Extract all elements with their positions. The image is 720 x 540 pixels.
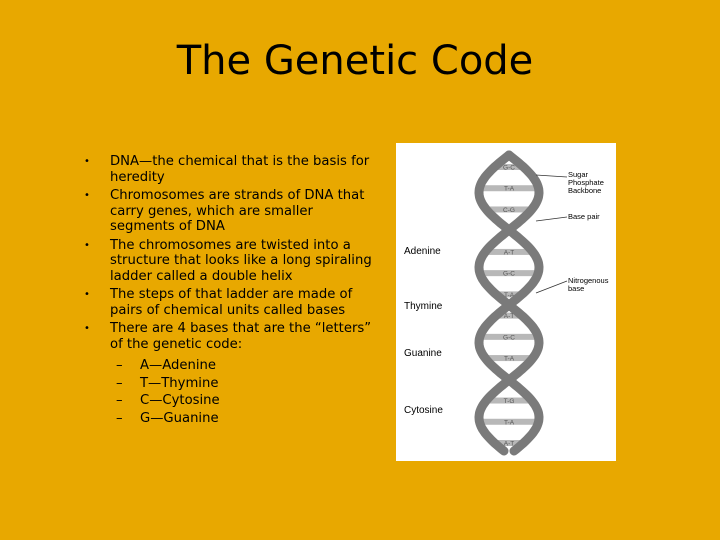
base-pair-label: C-G <box>503 207 515 214</box>
sub-bullet-text: T—Thymine <box>140 375 219 391</box>
bullet-dot: • <box>84 323 90 334</box>
sub-bullet-text: A—Adenine <box>140 358 216 373</box>
sub-bullet-item: – T—Thymine <box>110 376 380 392</box>
bullet-text: The chromosomes are twisted into a struc… <box>110 237 372 284</box>
dna-helix-diagram: G-CT-AC-GT-AA-TG-CT-AA-TG-CT-AA-TT-GT-AA… <box>474 150 568 456</box>
bullet-text: Chromosomes are strands of DNA that carr… <box>110 188 365 234</box>
base-pair-rung <box>479 270 539 277</box>
base-pair-label: G-C <box>503 334 515 341</box>
bullet-text: There are 4 bases that are the “letters”… <box>110 321 372 352</box>
base-pair-rung <box>486 206 532 213</box>
base-pair-rung <box>494 164 524 170</box>
sub-bullet-dash: – <box>116 358 123 373</box>
base-pair-label: T-A <box>504 186 515 193</box>
label-nitrogenous-base: Nitrogenous base <box>568 276 609 293</box>
pointer-line <box>535 174 568 178</box>
base-pair-rung <box>494 440 524 446</box>
bullet-item: • The steps of that ladder are made of pa… <box>80 287 380 318</box>
bullet-item: • Chromosomes are strands of DNA that car… <box>80 188 380 235</box>
base-pair-label: T-A <box>504 292 515 299</box>
base-pair-label: A-T <box>504 313 515 320</box>
sub-bullet-list: – A—Adenine – T—Thymine – C—Cytosine – G—Gua… <box>110 358 380 426</box>
sub-bullet-dash: – <box>116 410 123 426</box>
pointer-line <box>535 216 568 222</box>
bullet-item: • DNA—the chemical that is the basis for … <box>80 154 380 185</box>
bullet-item: • There are 4 bases that are the “letters… <box>80 321 380 426</box>
label-cytosine: Cytosine <box>404 405 443 416</box>
base-pair-label: A-T <box>504 249 515 256</box>
label-backbone: Sugar Phosphate Backbone <box>568 170 604 195</box>
base-pair-rung <box>479 333 539 340</box>
bullet-dot: • <box>84 190 90 201</box>
base-pair-rung <box>485 355 533 362</box>
base-pair-rung <box>496 312 522 319</box>
label-adenine: Adenine <box>404 246 441 257</box>
sub-bullet-item: – A—Adenine <box>110 358 380 374</box>
bullet-list: • DNA—the chemical that is the basis for … <box>80 152 380 429</box>
label-guanine: Guanine <box>404 348 442 359</box>
base-pair-label: A-T <box>504 441 515 448</box>
pointer-line <box>535 280 568 294</box>
label-thymine: Thymine <box>404 301 443 312</box>
base-pair-rung <box>486 397 532 404</box>
sub-bullet-dash: – <box>116 393 123 408</box>
base-pair-label: T-A <box>504 356 515 363</box>
base-pair-label: T-A <box>504 419 515 426</box>
bullet-item: • The chromosomes are twisted into a stru… <box>80 238 380 285</box>
base-pair-rung <box>479 185 539 192</box>
bullet-text: The steps of that ladder are made of pai… <box>110 287 353 318</box>
sub-bullet-text: G—Guanine <box>140 410 219 426</box>
bullet-text: DNA—the chemical that is the basis for h… <box>110 154 370 185</box>
base-pair-label: G-C <box>503 165 515 172</box>
bullet-dot: • <box>84 239 90 251</box>
sub-bullet-item: – G—Guanine <box>110 411 380 427</box>
sub-bullet-dash: – <box>116 375 123 391</box>
base-pair-label: T-G <box>504 398 515 405</box>
bullet-dot: • <box>84 156 90 167</box>
helix-strand-front <box>474 150 544 456</box>
bullet-dot: • <box>84 289 90 300</box>
label-base-pair: Base pair <box>568 212 600 221</box>
base-pair-rung <box>496 291 522 298</box>
base-pair-label: G-C <box>503 271 515 278</box>
sub-bullet-item: – C—Cytosine <box>110 393 380 409</box>
sub-bullet-text: C—Cytosine <box>140 393 220 408</box>
base-pair-rung <box>479 418 539 425</box>
base-pair-rung <box>485 248 533 255</box>
slide-title: The Genetic Code <box>176 38 534 84</box>
